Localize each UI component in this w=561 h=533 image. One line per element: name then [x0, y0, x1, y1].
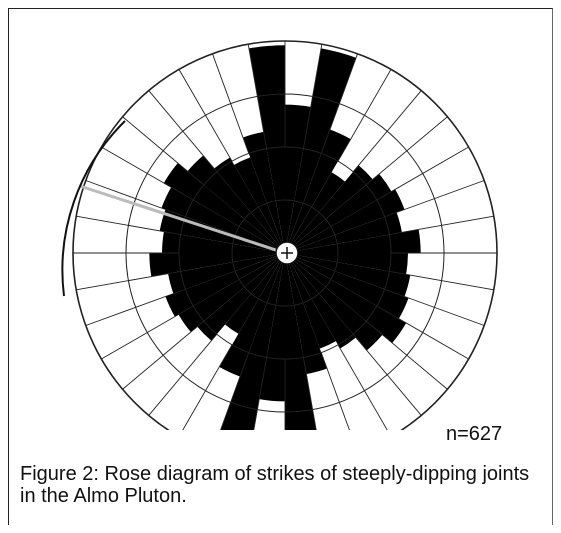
rose-petal [165, 253, 285, 317]
rose-diagram [61, 40, 498, 430]
center-marker [275, 241, 299, 265]
rose-petal [214, 157, 285, 253]
rose-petal [161, 187, 285, 253]
rose-spoke [376, 146, 469, 201]
rose-petal [285, 189, 405, 253]
rose-petal [285, 172, 345, 253]
rose-spoke [302, 44, 323, 149]
rose-spoke [320, 352, 350, 430]
rose-spoke [247, 44, 268, 149]
rose-spoke [76, 270, 181, 291]
rose-spoke [352, 333, 422, 416]
rose-spoke [389, 270, 494, 291]
rose-spoke [101, 146, 194, 201]
rose-spoke [376, 305, 469, 360]
rose-spoke [122, 116, 205, 186]
rose-petal [285, 253, 409, 319]
rose-petal [242, 131, 285, 253]
rose-spoke [337, 69, 392, 162]
rose-spoke [148, 333, 218, 416]
rose-petal [219, 253, 285, 377]
rose-ring [231, 199, 339, 307]
rose-spoke [85, 180, 186, 218]
rose-spoke [220, 352, 250, 430]
rose-spoke [101, 305, 194, 360]
rose-spoke [122, 320, 205, 390]
rose-petal [285, 48, 357, 254]
rose-spoke [85, 288, 186, 326]
rose-spoke [365, 320, 448, 390]
rose-petal [168, 253, 285, 294]
sample-count: n=627 [446, 423, 503, 445]
rose-petal [234, 157, 285, 253]
rose-petal [187, 155, 285, 253]
rose-petal [285, 253, 328, 375]
rose-petal [225, 253, 285, 334]
rose-petal [285, 129, 351, 253]
figure-caption: Figure 2: Rose diagram of strikes of ste… [20, 463, 530, 507]
rose-petal [285, 229, 421, 253]
rose-spoke [384, 288, 485, 326]
rose-petal [285, 253, 383, 351]
rose-petal [285, 253, 411, 297]
rose-petal [285, 253, 356, 349]
rose-spoke [389, 215, 494, 236]
rose-spoke [320, 53, 358, 154]
rose-petal [285, 253, 408, 275]
rose-petals [149, 45, 421, 430]
rose-spoke [352, 90, 422, 173]
rose-petal [163, 163, 285, 253]
rose-spoke [212, 53, 250, 154]
rose-petal [285, 212, 402, 253]
rose-petal [285, 253, 407, 343]
rose-spoke [384, 180, 485, 218]
rose-petal [178, 253, 285, 333]
rose-spokes [73, 41, 497, 430]
rose-spoke [365, 116, 448, 186]
figure-frame [8, 8, 553, 525]
rose-spoke [253, 357, 268, 430]
confidence-arc [61, 120, 126, 297]
rose-spoke [148, 90, 218, 173]
rose-petal [197, 253, 285, 341]
rose-petal [285, 173, 392, 253]
rose-petal [285, 253, 336, 349]
rose-petal [285, 165, 373, 253]
rose-spoke [337, 344, 388, 430]
rose-spoke [302, 357, 317, 430]
rose-petal [149, 253, 285, 277]
rose-spoke [182, 344, 233, 430]
rose-spoke [178, 69, 233, 162]
mean-direction-line [79, 184, 286, 255]
rose-spoke [76, 215, 181, 236]
rose-petal [162, 231, 285, 253]
